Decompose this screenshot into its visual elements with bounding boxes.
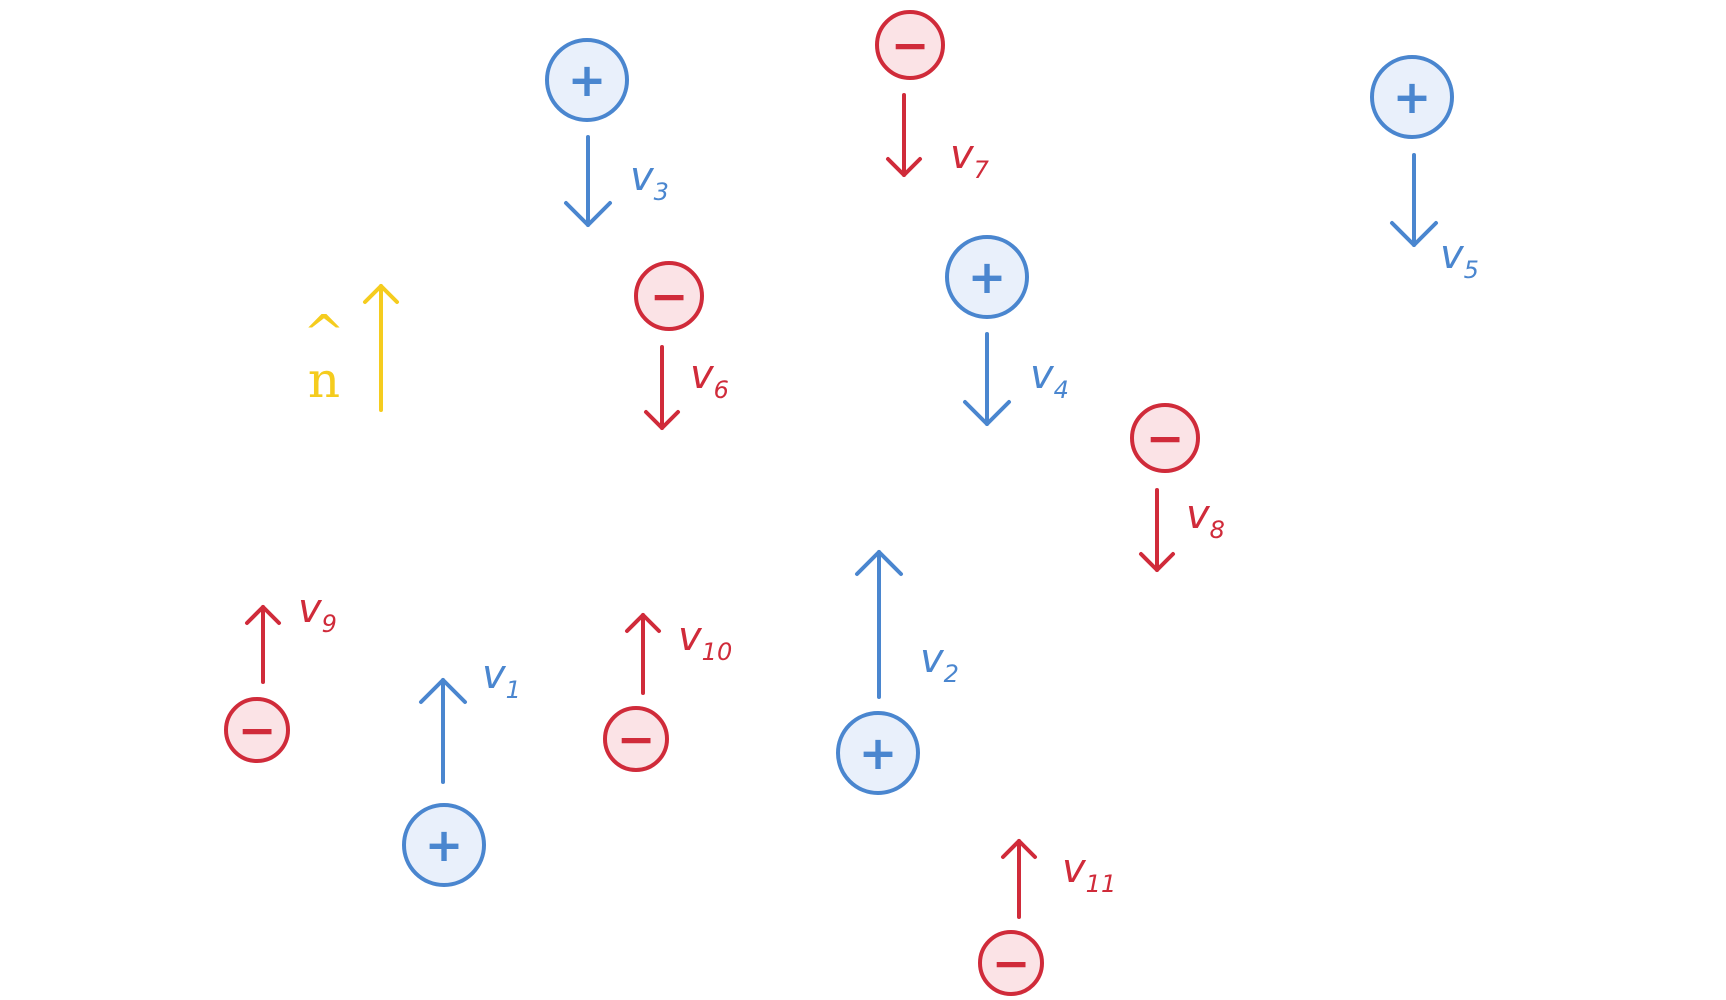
charge-sign: + [859, 726, 898, 780]
normal-hat: ^ [303, 304, 345, 362]
velocity-subscript: 8 [1210, 516, 1225, 544]
negative-charge-circle [978, 930, 1044, 996]
velocity-arrow-up [625, 613, 661, 695]
particle-p7: − v7 [875, 10, 990, 184]
velocity-label: v8 [1186, 492, 1225, 544]
normal-label: n [308, 351, 340, 409]
velocity-arrow-down [963, 332, 1011, 426]
velocity-label: v9 [298, 586, 337, 638]
particle-p1: + v1 [402, 652, 521, 887]
velocity-label: v1 [482, 652, 521, 704]
velocity-label: v11 [1062, 846, 1116, 898]
velocity-subscript: 9 [322, 610, 337, 638]
particle-p3: + v3 [545, 38, 669, 227]
charge-sign: − [617, 712, 656, 766]
velocity-subscript: 6 [714, 376, 729, 404]
velocity-label: v5 [1440, 232, 1479, 284]
negative-charge-circle [875, 10, 945, 80]
velocity-subscript: 5 [1464, 256, 1479, 284]
velocity-symbol: v [298, 586, 323, 632]
positive-charge-circle [1370, 55, 1454, 139]
negative-charge-circle [224, 697, 290, 763]
charge-sign: + [968, 250, 1007, 304]
velocity-symbol: v [630, 154, 655, 200]
particle-p9: − v9 [224, 586, 337, 763]
charge-sign: + [425, 818, 464, 872]
velocity-label: v7 [950, 132, 990, 184]
normal-vector: ^n [303, 284, 399, 412]
velocity-symbol: v [482, 652, 507, 698]
velocity-label: v2 [920, 636, 959, 688]
charge-sign: − [238, 703, 277, 757]
velocity-arrow-down [1139, 488, 1175, 572]
negative-charge-circle [603, 706, 669, 772]
velocity-arrow-down [886, 93, 922, 177]
velocity-label: v6 [690, 352, 729, 404]
positive-charge-circle [402, 803, 486, 887]
velocity-symbol: v [690, 352, 715, 398]
velocity-arrow-up [419, 678, 467, 784]
velocity-arrow-up [855, 550, 903, 699]
particle-p11: −v11 [978, 839, 1116, 996]
positive-charge-circle [836, 711, 920, 795]
velocity-subscript: 3 [654, 178, 669, 206]
velocity-subscript: 7 [974, 156, 990, 184]
negative-charge-circle [1130, 403, 1200, 473]
charge-sign: − [992, 936, 1031, 990]
velocity-symbol: v [950, 132, 975, 178]
particle-p4: + v4 [945, 235, 1069, 426]
particle-p6: −v6 [634, 261, 729, 430]
particle-p10: −v10 [603, 613, 732, 772]
particle-p8: −v8 [1130, 403, 1225, 572]
velocity-arrow-down [1390, 153, 1438, 247]
velocity-label: v4 [1030, 352, 1069, 404]
velocity-symbol: v [1062, 846, 1087, 892]
velocity-arrow-down [644, 345, 680, 430]
velocity-symbol: v [678, 614, 703, 660]
positive-charge-circle [945, 235, 1029, 319]
charge-sign: − [1146, 411, 1185, 465]
velocity-arrow-up [245, 605, 281, 684]
velocity-arrow-down [564, 135, 612, 227]
velocity-subscript: 2 [944, 660, 959, 688]
particle-p5: + v5 [1370, 55, 1479, 284]
positive-charge-circle [545, 38, 629, 122]
velocity-subscript: 10 [702, 638, 733, 666]
velocity-symbol: v [1030, 352, 1055, 398]
velocity-label: v10 [678, 614, 732, 666]
velocity-symbol: v [1440, 232, 1465, 278]
velocity-label: v3 [630, 154, 669, 206]
velocity-subscript: 11 [1086, 870, 1117, 898]
velocity-subscript: 4 [1054, 376, 1069, 404]
negative-charge-circle [634, 261, 704, 331]
velocity-symbol: v [1186, 492, 1211, 538]
charge-sign: + [1393, 70, 1432, 124]
charge-sign: + [568, 53, 607, 107]
particle-p2: + v2 [836, 550, 959, 795]
charge-sign: − [650, 269, 689, 323]
charge-sign: − [891, 18, 930, 72]
velocity-arrow-up [1001, 839, 1037, 919]
velocity-subscript: 1 [506, 676, 521, 704]
velocity-symbol: v [920, 636, 945, 682]
